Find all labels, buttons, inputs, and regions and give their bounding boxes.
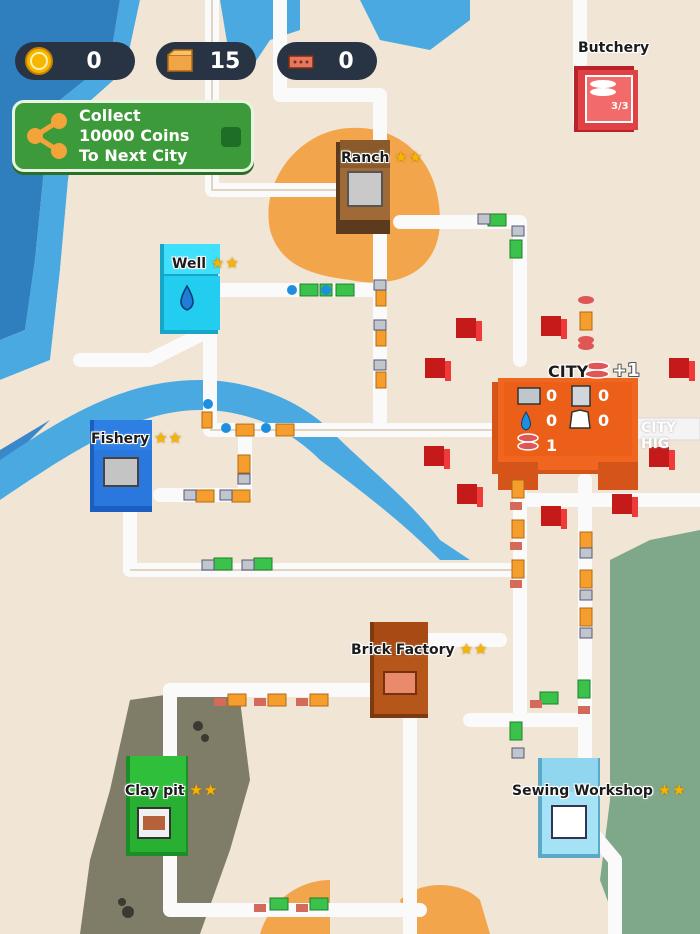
coins-value: 0 (86, 48, 102, 74)
bricks-counter: 0 (277, 42, 377, 80)
city-bonus: +1 (612, 360, 640, 381)
city-building (492, 378, 638, 490)
fishery-building (90, 420, 152, 512)
city-label[interactable]: CITY (548, 362, 589, 381)
city-stock-sausage: 1 (546, 436, 558, 455)
ranch-stars: ★★ (394, 148, 424, 166)
butchery-label[interactable]: Butchery (578, 40, 650, 56)
crate-icon (167, 49, 193, 72)
crates-counter: 15 (156, 42, 256, 80)
well-label[interactable]: Well ★★ (172, 254, 240, 272)
goal-checkbox (221, 127, 241, 147)
city-stock-fish: 0 (546, 386, 558, 405)
coin-icon (25, 47, 53, 75)
crates-value: 15 (209, 48, 241, 74)
butchery-building (574, 66, 638, 132)
well-building (160, 244, 220, 334)
sewing-workshop-building (538, 758, 600, 858)
sewing-workshop-label[interactable]: Sewing Workshop ★★ (512, 781, 687, 799)
city-houses (424, 316, 695, 529)
clay-pit-label[interactable]: Clay pit ★★ (125, 781, 219, 799)
river-water (0, 0, 120, 340)
brick-factory-stars: ★★ (459, 640, 489, 658)
city-stock-shirt: 0 (598, 411, 610, 430)
delivery-trucks (183, 213, 594, 912)
brick-factory-label[interactable]: Brick Factory ★★ (351, 640, 489, 658)
ranch-label[interactable]: Ranch ★★ (341, 148, 424, 166)
clay-pit-building (126, 756, 188, 856)
city-sign: CITY HIG (641, 420, 677, 452)
goal-line-3: To Next City (79, 146, 188, 165)
goal-line-2: 10000 Coins (79, 126, 190, 145)
clay-pit-stars: ★★ (189, 781, 219, 799)
ranch-building (336, 140, 390, 234)
city-stock-water: 0 (546, 411, 558, 430)
butchery-capacity: 3/3 (611, 101, 629, 112)
coins-counter: 0 (15, 42, 135, 80)
sewing-workshop-stars: ★★ (657, 781, 687, 799)
well-stars: ★★ (210, 254, 240, 272)
city-stock-icons (517, 361, 610, 451)
city-stock-milk: 0 (598, 386, 610, 405)
goal-line-1: Collect (79, 106, 141, 125)
share-icon[interactable] (21, 109, 75, 163)
fishery-label[interactable]: Fishery ★★ (91, 429, 183, 447)
grassland (600, 530, 700, 934)
brick-icon (288, 55, 314, 69)
goal-panel[interactable]: Collect 10000 Coins To Next City (12, 100, 254, 172)
brick-factory-building (370, 622, 428, 718)
bricks-value: 0 (338, 48, 354, 74)
fishery-stars: ★★ (154, 429, 183, 447)
